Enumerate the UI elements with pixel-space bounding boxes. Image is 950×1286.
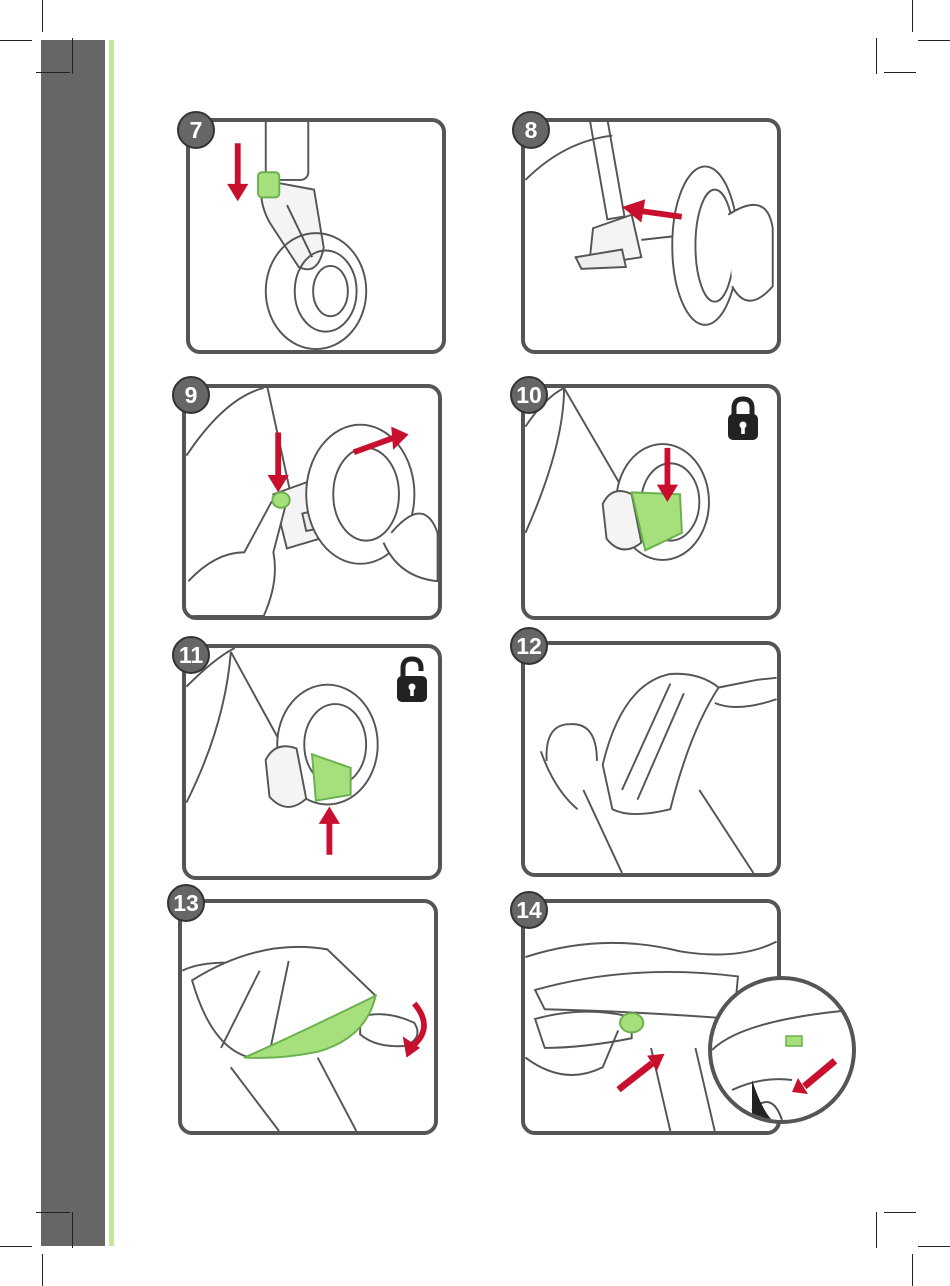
step-number-badge: 14 [510, 891, 548, 929]
lock-open-icon [395, 656, 431, 704]
crop-mark [918, 40, 950, 41]
detail-zoom-inset [708, 976, 856, 1124]
step-number-badge: 10 [510, 376, 548, 414]
up-arrow-icon [319, 806, 340, 854]
step-number-badge: 11 [172, 636, 210, 674]
crop-mark [42, 1254, 43, 1286]
crop-mark [876, 38, 877, 74]
crop-mark [72, 38, 73, 74]
crop-mark [0, 1246, 32, 1247]
step-8-panel [521, 118, 781, 354]
zip-detail-illustration [712, 980, 852, 1120]
step-number-badge: 9 [172, 376, 210, 414]
crop-mark [884, 1212, 916, 1213]
wheel-removal-illustration [186, 388, 438, 616]
zip-pull-highlight [620, 1013, 643, 1032]
step-13-panel [178, 899, 438, 1135]
step-number-badge: 7 [177, 111, 215, 149]
release-button-highlight [258, 172, 279, 197]
step-number-badge: 8 [512, 111, 550, 149]
crop-mark [36, 1212, 70, 1213]
lock-closed-icon [726, 396, 760, 442]
step-12-panel [521, 641, 781, 877]
crop-mark [36, 72, 70, 73]
down-left-arrow-icon [792, 1058, 837, 1094]
step-7-panel [186, 118, 446, 354]
step-number-badge: 13 [167, 884, 205, 922]
crop-mark [72, 1212, 73, 1248]
step-9-panel [182, 384, 442, 620]
crop-mark [912, 0, 913, 32]
canopy-extend-illustration [182, 903, 434, 1131]
sidebar-bar [41, 40, 105, 1246]
crop-mark [918, 1246, 950, 1247]
crop-mark [42, 0, 43, 32]
zip-slider-highlight [786, 1036, 802, 1046]
down-arrow-icon [227, 143, 248, 201]
front-wheel-illustration [190, 122, 442, 350]
crop-mark [0, 40, 32, 41]
crop-mark [876, 1212, 877, 1248]
crop-mark [884, 72, 916, 73]
crop-mark [912, 1254, 913, 1286]
release-button-highlight [272, 492, 289, 507]
step-number-badge: 12 [510, 627, 548, 665]
canopy-illustration [525, 645, 777, 873]
sidebar-accent-stripe [109, 40, 114, 1246]
wheel-attach-illustration [525, 122, 777, 350]
down-arrow-icon [268, 432, 289, 492]
